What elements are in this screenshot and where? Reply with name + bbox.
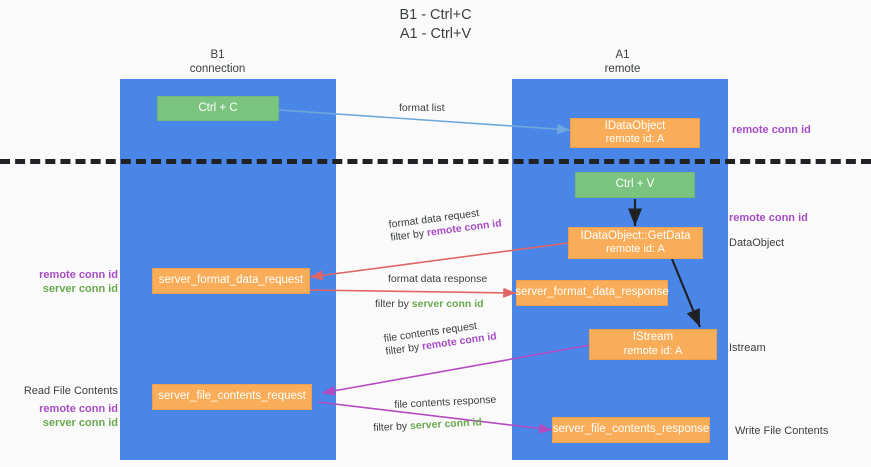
arrow-file-contents-request: [321, 344, 591, 396]
box-server-file-contents-response-label: server_file_contents_response: [552, 423, 710, 436]
left-conn-id-legend: remote conn id server conn id: [0, 268, 118, 296]
right-remote-conn-mid: remote conn id: [729, 212, 808, 224]
label-format-data-response: format data response: [388, 273, 488, 285]
box-ctrl-c[interactable]: Ctrl + C: [157, 96, 279, 121]
box-server-file-contents-request-label: server_file_contents_request: [158, 390, 306, 403]
box-getdata-line1: IDataObject::GetData: [580, 229, 691, 242]
column-header-b1-role: connection: [189, 63, 246, 75]
box-ctrl-v[interactable]: Ctrl + V: [575, 172, 695, 198]
column-header-a1-role: remote: [604, 63, 641, 75]
box-istream[interactable]: IStream remote id: A: [589, 329, 717, 360]
arrow-format-data-response: [305, 287, 517, 298]
box-getdata-line2: remote id: A: [606, 243, 665, 255]
filter-prefix-4: filter by: [373, 420, 411, 434]
phase-divider: [0, 159, 871, 164]
box-ctrl-c-label: Ctrl + C: [198, 101, 238, 114]
diagram-title: B1 - Ctrl+C A1 - Ctrl+V: [399, 7, 472, 42]
filter-prefix-2: filter by: [375, 298, 412, 310]
box-server-format-data-request-label: server_format_data_request: [158, 274, 304, 287]
left-conn-id-server: server conn id: [42, 283, 118, 295]
box-server-file-contents-request[interactable]: server_file_contents_request: [152, 384, 312, 410]
left-file-conn-id-legend: remote conn id server conn id: [0, 402, 118, 430]
left-file-conn-id-server: server conn id: [42, 417, 118, 429]
left-file-conn-id-remote: remote conn id: [39, 403, 118, 415]
box-getdata[interactable]: IDataObject::GetData remote id: A: [568, 227, 703, 259]
column-header-a1: A1 remote: [555, 48, 690, 76]
right-remote-conn-top: remote conn id: [732, 124, 811, 136]
arrow-file-contents-response: [317, 401, 553, 434]
label-format-list: format list: [399, 102, 445, 114]
right-write-file-contents: Write File Contents: [735, 425, 829, 437]
left-read-file-contents: Read File Contents: [23, 385, 118, 397]
arrow-format-data-request: [309, 242, 569, 281]
box-server-format-data-response-label: server_format_data_response: [515, 286, 669, 299]
box-server-format-data-request[interactable]: server_format_data_request: [152, 268, 310, 294]
column-header-a1-name: A1: [615, 49, 630, 61]
box-ctrl-v-label: Ctrl + V: [615, 178, 655, 191]
box-idataobject-line2: remote id: A: [605, 133, 665, 145]
left-conn-id-remote: remote conn id: [39, 269, 118, 281]
box-istream-line1: IStream: [632, 331, 674, 343]
column-header-b1: B1 connection: [150, 48, 285, 76]
arrow-format-list: [278, 109, 571, 135]
filter-key-server-1: server conn id: [411, 298, 484, 310]
box-idataobject[interactable]: IDataObject remote id: A: [570, 118, 700, 148]
arrow-getdata-to-istream: [670, 258, 702, 328]
filter-key-server-2: server conn id: [409, 416, 483, 433]
right-dataobject: DataObject: [729, 237, 785, 249]
column-header-b1-name: B1: [210, 49, 225, 61]
box-istream-line2: remote id: A: [623, 344, 683, 357]
right-istream: Istream: [729, 342, 766, 354]
box-idataobject-line1: IDataObject: [604, 119, 666, 132]
label-format-data-response-filter: filter by server conn id: [375, 298, 484, 311]
box-server-file-contents-response[interactable]: server_file_contents_response: [552, 417, 710, 443]
box-server-format-data-response[interactable]: server_format_data_response: [515, 280, 669, 306]
